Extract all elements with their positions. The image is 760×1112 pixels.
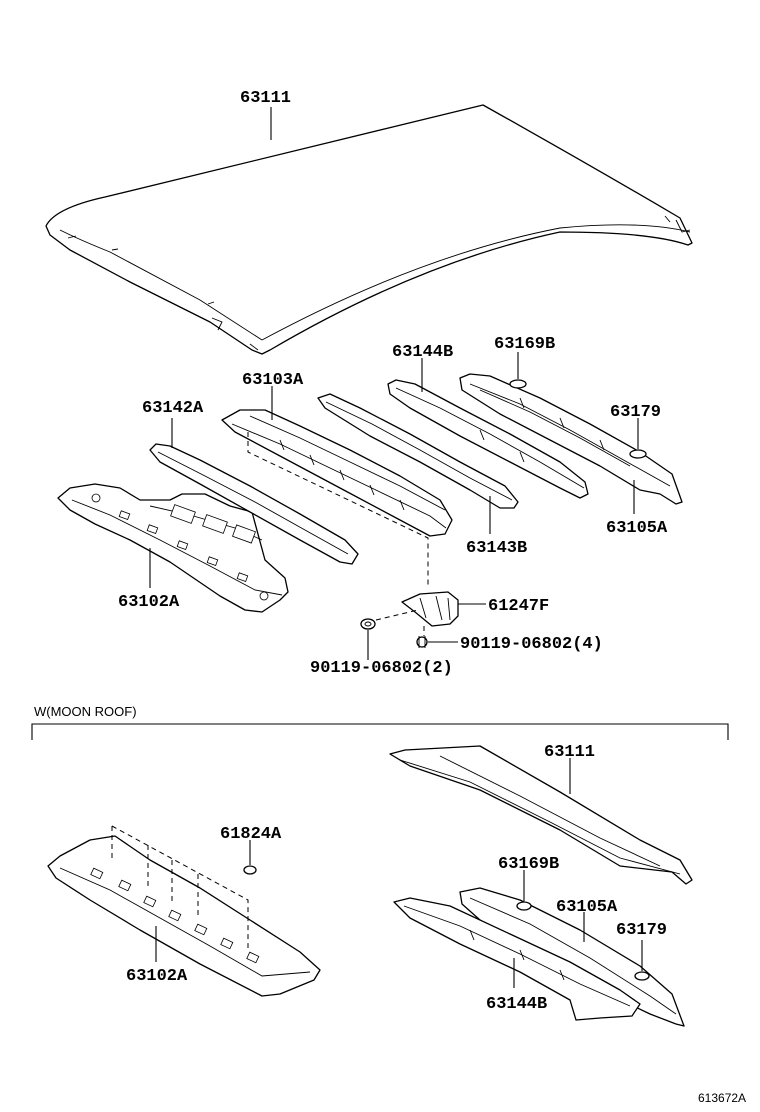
moonroof-panel-63111[interactable] bbox=[389, 745, 693, 885]
clip-63179[interactable] bbox=[629, 449, 647, 459]
moonroof-clip-63169B[interactable] bbox=[516, 901, 532, 911]
roof-panel-63142A[interactable] bbox=[149, 443, 359, 565]
section-title-moon-roof: W(MOON ROOF) bbox=[34, 704, 137, 719]
label-mr-63179: 63179 bbox=[616, 921, 667, 940]
roof-bow-63103A[interactable] bbox=[221, 409, 453, 537]
label-63105A: 63105A bbox=[606, 519, 668, 538]
bracket-61247F[interactable] bbox=[401, 591, 459, 627]
label-63103A: 63103A bbox=[242, 371, 304, 390]
label-63111: 63111 bbox=[240, 89, 291, 108]
label-mr-63144B: 63144B bbox=[486, 995, 547, 1014]
label-61247F: 61247F bbox=[488, 597, 549, 616]
label-mr-63111: 63111 bbox=[544, 743, 595, 762]
label-90119-06802-4: 90119-06802(4) bbox=[460, 635, 603, 654]
label-90119-06802-2: 90119-06802(2) bbox=[310, 659, 453, 678]
moonroof-clip-63179[interactable] bbox=[634, 971, 650, 981]
diagram-code: 613672A bbox=[698, 1091, 746, 1105]
label-61824A: 61824A bbox=[220, 825, 282, 844]
roof-bow-63143B[interactable] bbox=[317, 393, 519, 509]
section-bracket-line bbox=[31, 723, 729, 740]
dash-bolt-left bbox=[375, 609, 419, 621]
dash-mr-front-header bbox=[111, 825, 249, 948]
plug-61824A[interactable] bbox=[243, 865, 257, 875]
moonroof-front-header-63102A[interactable] bbox=[47, 835, 321, 997]
label-mr-63102A: 63102A bbox=[126, 967, 188, 986]
clip-63169B[interactable] bbox=[509, 379, 527, 389]
moonroof-bow-63144B[interactable] bbox=[393, 897, 641, 1021]
bolt-90119-06802-left[interactable] bbox=[360, 618, 376, 630]
label-63144B: 63144B bbox=[392, 343, 453, 362]
front-header-63102A[interactable] bbox=[57, 483, 289, 613]
label-63169B: 63169B bbox=[494, 335, 555, 354]
roof-bow-63144B[interactable] bbox=[387, 379, 589, 499]
roof-panel-63111[interactable] bbox=[45, 104, 693, 355]
label-mr-63169B: 63169B bbox=[498, 855, 559, 874]
label-63143B: 63143B bbox=[466, 539, 527, 558]
label-63179: 63179 bbox=[610, 403, 661, 422]
bolt-90119-06802-right[interactable] bbox=[416, 636, 428, 648]
label-63142A: 63142A bbox=[142, 399, 204, 418]
dash-63103A-bracket bbox=[247, 432, 429, 588]
label-mr-63105A: 63105A bbox=[556, 898, 618, 917]
label-63102A: 63102A bbox=[118, 593, 180, 612]
